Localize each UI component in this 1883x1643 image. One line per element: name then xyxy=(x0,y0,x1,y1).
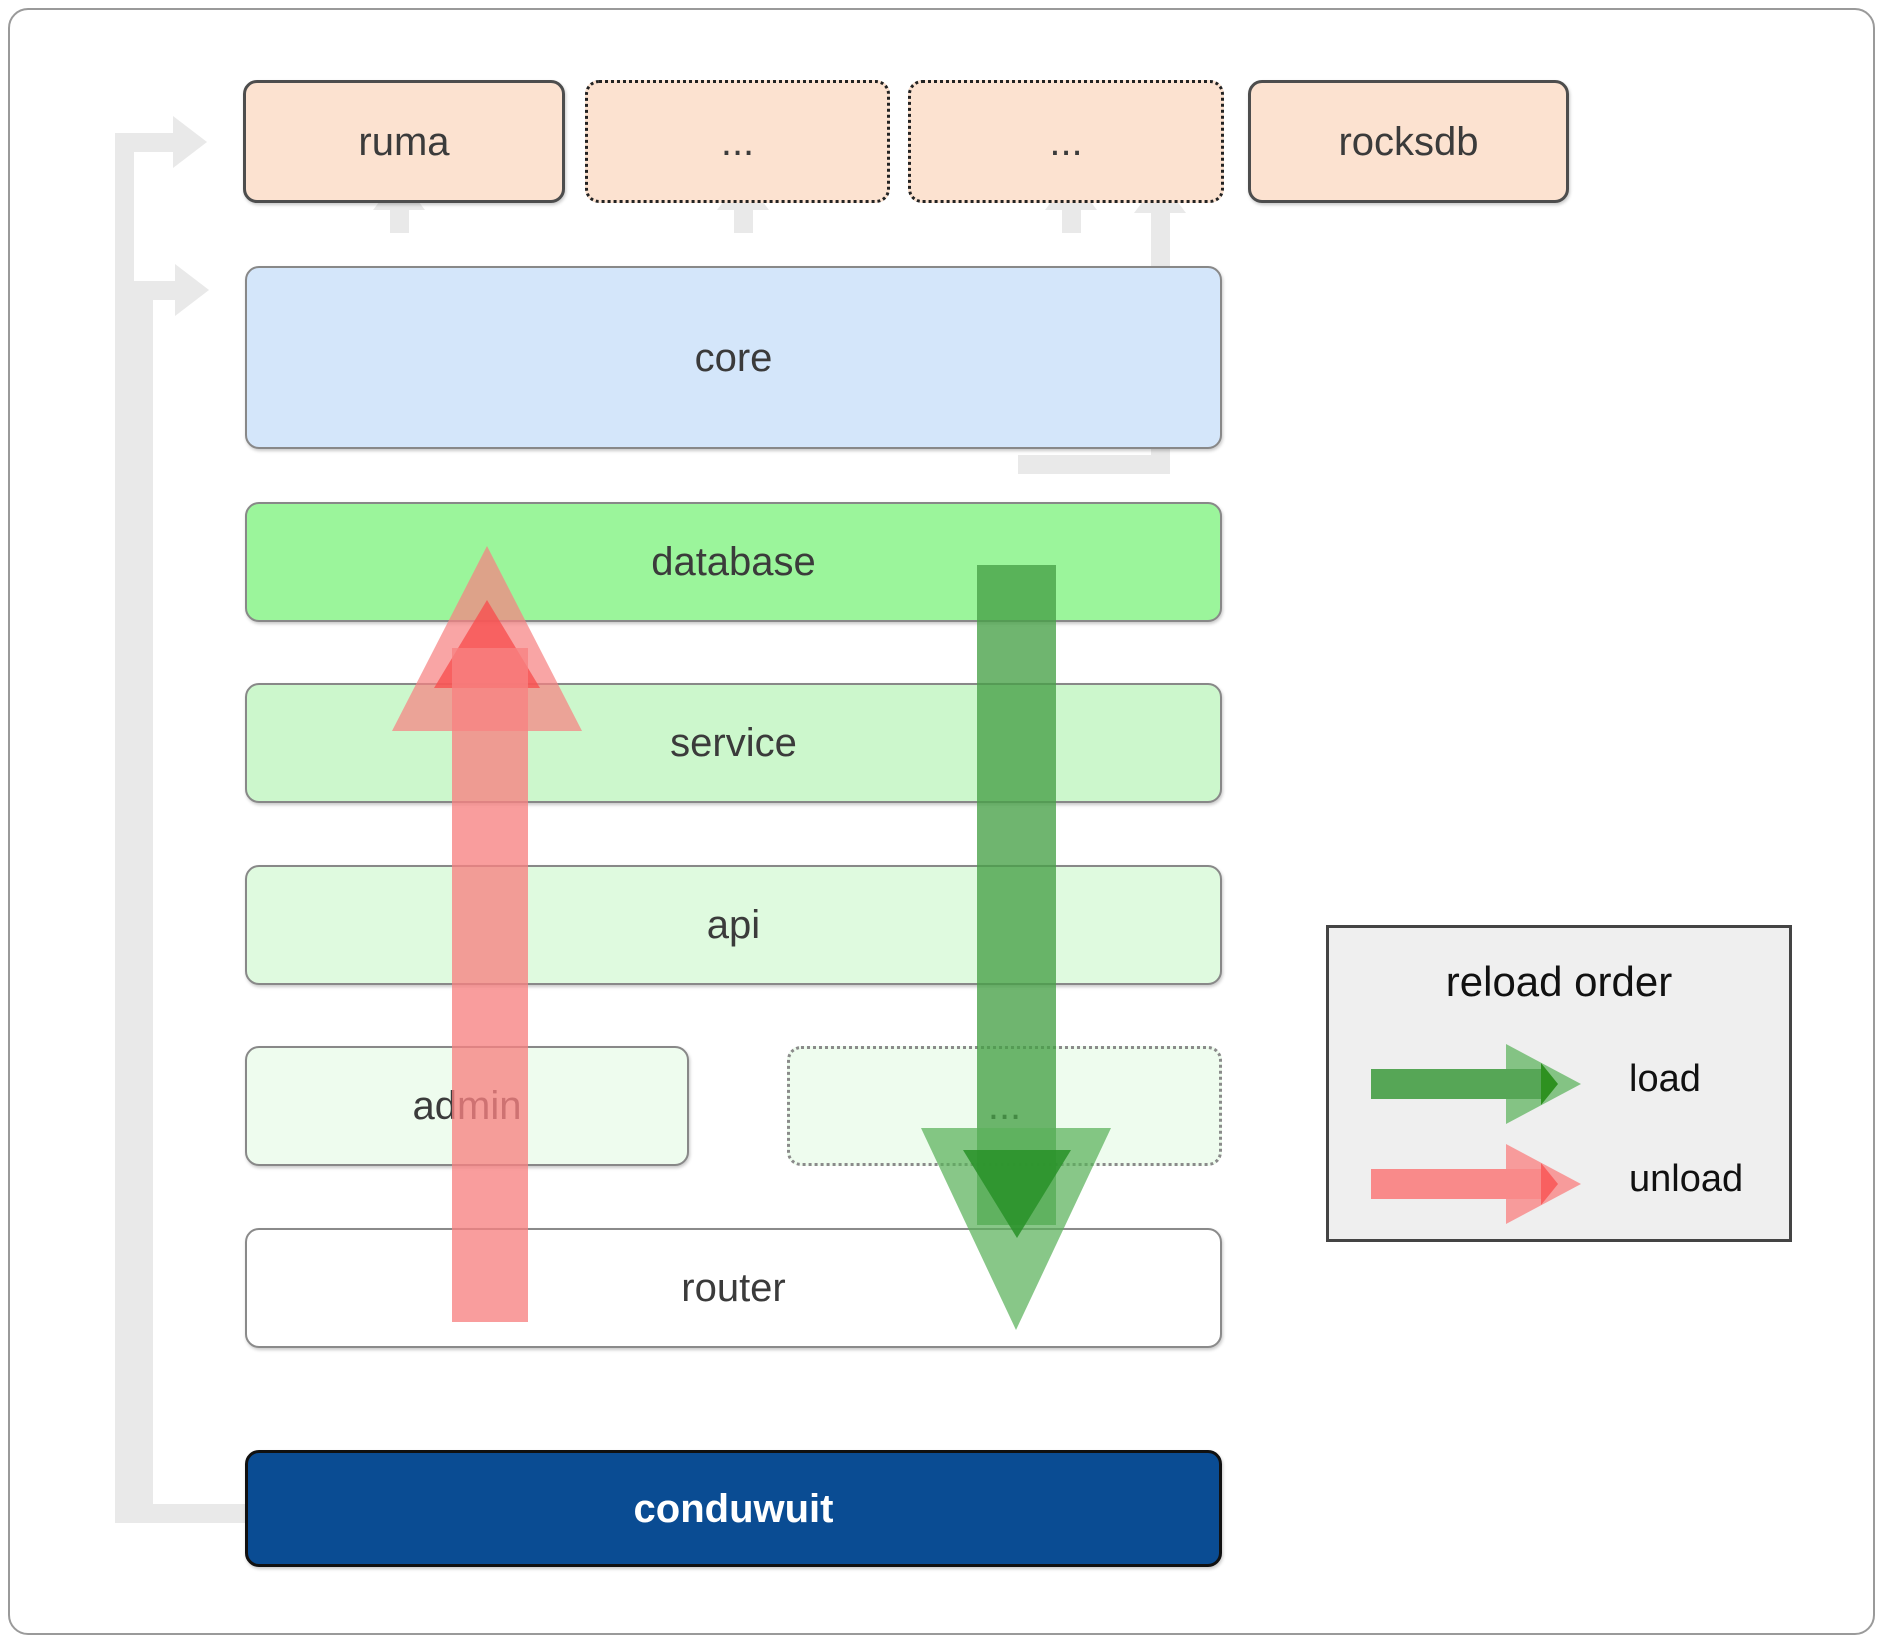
legend-item-unload: unload xyxy=(1329,928,1789,1239)
connector-conduwuit-to-ruma-bottom xyxy=(115,1504,245,1523)
node-rocksdb-label: rocksdb xyxy=(1338,119,1479,164)
legend-item-load: load xyxy=(1329,928,1789,1239)
node-ruma[interactable]: ruma xyxy=(243,80,565,203)
connector-arrow-to-core xyxy=(175,264,209,316)
node-top-ellipsis-1[interactable]: ... xyxy=(585,80,890,203)
node-top-ellipsis-2-label: ... xyxy=(1049,119,1083,164)
node-top-ellipsis-2[interactable]: ... xyxy=(908,80,1224,203)
connector-core-to-ruma-stem xyxy=(390,205,409,233)
node-rocksdb[interactable]: rocksdb xyxy=(1248,80,1569,203)
load-arrow-shaft xyxy=(977,565,1056,1225)
legend-unload-inner-head xyxy=(1541,1163,1558,1205)
connector-database-to-rocksdb-horizontal xyxy=(1018,455,1170,474)
node-service-label: service xyxy=(670,721,797,765)
node-router-label: router xyxy=(681,1266,786,1310)
connector-core-to-ellipsis2-stem xyxy=(1062,205,1081,233)
connector-conduwuit-to-core-top xyxy=(134,281,179,300)
node-core-label: core xyxy=(694,335,773,380)
node-database-label: database xyxy=(651,540,816,584)
legend-title: reload order xyxy=(1445,958,1673,1005)
node-api[interactable]: api xyxy=(245,865,1222,985)
node-conduwuit-label: conduwuit xyxy=(633,1486,834,1531)
legend-unload-label: unload xyxy=(1629,1158,1744,1200)
connector-conduwuit-to-ruma-vertical xyxy=(115,133,134,1523)
legend-load-shaft xyxy=(1371,1069,1541,1099)
load-arrow-inner-head xyxy=(963,1150,1071,1238)
node-conduwuit[interactable]: conduwuit xyxy=(245,1450,1222,1567)
legend-panel: reload order load unload xyxy=(1326,925,1792,1242)
connector-conduwuit-to-ruma-top xyxy=(115,133,177,152)
node-top-ellipsis-1-label: ... xyxy=(720,119,755,164)
connector-arrow-to-ruma xyxy=(173,116,207,168)
connector-core-to-ellipsis1-stem xyxy=(734,205,753,233)
node-api-label: api xyxy=(706,903,761,947)
legend-unload-shaft xyxy=(1371,1169,1541,1199)
node-ruma-label: ruma xyxy=(358,119,450,164)
node-core[interactable]: core xyxy=(245,266,1222,449)
connector-conduwuit-to-core-vertical xyxy=(134,281,153,1505)
legend-load-inner-head xyxy=(1541,1063,1558,1105)
unload-arrow-shaft xyxy=(452,648,528,1322)
legend-load-label: load xyxy=(1629,1058,1701,1100)
